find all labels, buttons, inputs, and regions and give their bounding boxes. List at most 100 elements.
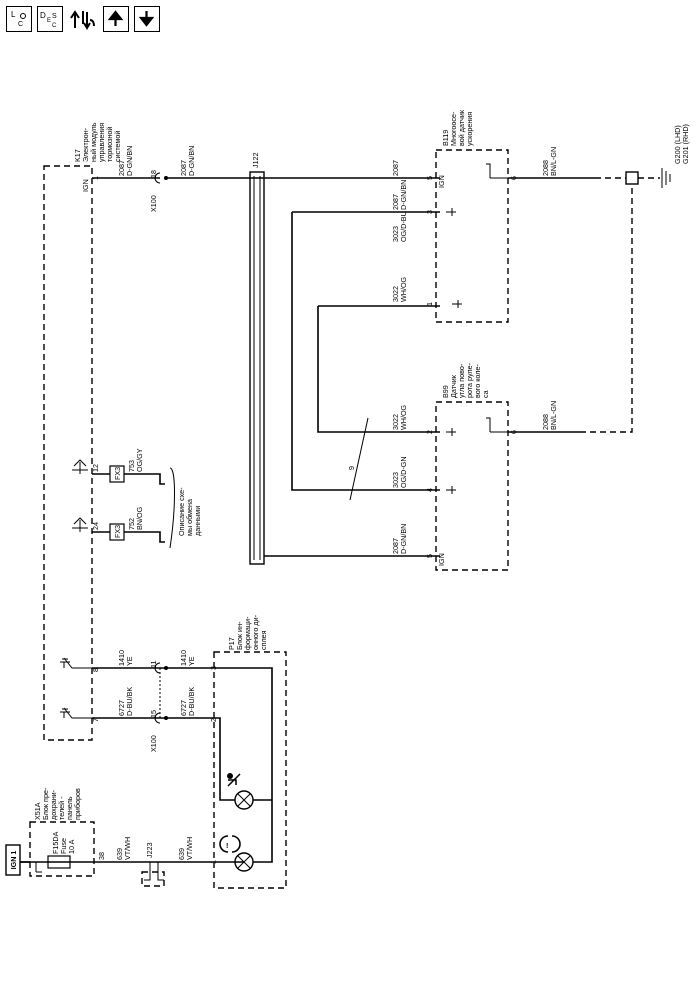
w2088a-color: BN/L-GN bbox=[549, 147, 558, 176]
b99-desc-4: са bbox=[481, 390, 490, 398]
w2087a-color: D-GN/BN bbox=[125, 146, 134, 176]
arrow-down-icon bbox=[138, 11, 155, 27]
b99-ign-label: IGN bbox=[437, 553, 446, 566]
p17-desc-3: сплея bbox=[259, 630, 268, 650]
w6727a-num: 6727 bbox=[117, 700, 126, 716]
x51a-desc-4: приборов bbox=[73, 788, 82, 820]
w2088a-num: 2088 bbox=[541, 160, 550, 176]
x51a-desc-0: Блок пре- bbox=[41, 787, 50, 820]
description-button[interactable]: D E S C bbox=[37, 6, 63, 32]
svg-text:D: D bbox=[40, 11, 46, 20]
x100-pin-11: 11 bbox=[149, 661, 158, 668]
j223-label: J223 bbox=[145, 842, 154, 858]
p17-ref: P17 bbox=[227, 637, 236, 650]
svg-text:!: ! bbox=[226, 841, 228, 850]
svg-text:L: L bbox=[11, 10, 16, 19]
x51a-desc-3: панель bbox=[65, 796, 74, 820]
b99-desc-3: вого коле- bbox=[473, 364, 482, 398]
w2088b-color: BN/L-GN bbox=[549, 401, 558, 430]
w6727b-num: 6727 bbox=[179, 700, 188, 716]
ign-label: IGN 1 bbox=[9, 851, 18, 870]
ground-icon bbox=[661, 168, 671, 188]
w2087c-color: D-GN/BN bbox=[399, 180, 408, 210]
p17-desc-0: Блок ин- bbox=[235, 621, 244, 650]
x51a-desc-2: телей - bbox=[57, 796, 66, 820]
j122-bar bbox=[249, 171, 265, 565]
w2087b-color: D-GN/BN bbox=[187, 146, 196, 176]
data-arrow-12 bbox=[72, 459, 88, 474]
w1410b-color: YE bbox=[187, 656, 196, 666]
fx3-label-a: FX3 bbox=[113, 467, 122, 480]
w3022a-color: WH/OG bbox=[399, 276, 408, 302]
b99-desc-1: угла пово- bbox=[457, 363, 466, 398]
w2088b-num: 2088 bbox=[541, 414, 550, 430]
arrow-up-button[interactable] bbox=[103, 6, 129, 32]
arrow-up-icon bbox=[107, 10, 124, 26]
power-flow-icon bbox=[70, 10, 95, 30]
w1410b-num: 1410 bbox=[179, 650, 188, 666]
k17-input-8-symbol bbox=[60, 657, 92, 669]
b119-box bbox=[435, 149, 509, 323]
p17-pin-1: 1 bbox=[209, 860, 218, 864]
svg-text:E: E bbox=[47, 18, 51, 24]
k17-input-7-symbol bbox=[60, 707, 92, 719]
w3023b-color: OG/D-GN bbox=[399, 456, 408, 488]
b99-ground-symbol bbox=[486, 417, 508, 433]
w639b-color: VT/WH bbox=[185, 837, 194, 860]
brake-warning-icon: ! bbox=[219, 835, 241, 853]
x51a-desc-1: дохрани- bbox=[49, 789, 58, 820]
k17-pin-12: 12 bbox=[91, 464, 100, 472]
fuse-f15da bbox=[47, 855, 71, 869]
location-button[interactable]: L C bbox=[6, 6, 32, 32]
w752-num: 752 bbox=[127, 518, 136, 530]
w3022b-color: WH/OG bbox=[399, 404, 408, 430]
k17-desc-4: системой bbox=[113, 131, 122, 162]
toolbar: L C D E S C bbox=[6, 6, 160, 32]
description-icon: D E S C bbox=[40, 11, 57, 29]
x100-pin-18: 18 bbox=[149, 170, 158, 178]
k17-desc-2: управления bbox=[97, 123, 106, 162]
data-brace bbox=[169, 467, 175, 549]
j223-box bbox=[141, 871, 165, 887]
ground-rhd: G201 (RHD) bbox=[681, 124, 690, 164]
fuse-name: F15DA bbox=[51, 831, 60, 854]
w639b-num: 639 bbox=[177, 848, 186, 860]
ground-lhd: G200 (LHD) bbox=[673, 125, 682, 164]
x51a-pin: 38 bbox=[97, 852, 106, 860]
data-arrow-24 bbox=[72, 517, 88, 532]
w3022a-num: 3022 bbox=[391, 286, 400, 302]
b119-ground-symbol bbox=[486, 163, 508, 179]
ground-splice bbox=[625, 171, 639, 185]
ign-box bbox=[5, 844, 21, 876]
arrow-down-button[interactable] bbox=[134, 6, 160, 32]
b99-ref: B99 bbox=[441, 385, 450, 398]
x100-ref-top: X100 bbox=[149, 195, 158, 212]
w2087c-num-top: 2087 bbox=[391, 160, 400, 176]
w639a-num: 639 bbox=[115, 848, 124, 860]
k17-pin-8: 8 bbox=[91, 668, 100, 672]
b119-desc-2: ускорения bbox=[465, 112, 474, 146]
x51a-box bbox=[29, 821, 95, 877]
b119-desc-1: вой датчик bbox=[457, 109, 466, 146]
b119-pin-5: 5 bbox=[425, 176, 434, 180]
w3023a-color: OG/D-BU bbox=[399, 211, 408, 242]
svg-text:S: S bbox=[52, 13, 57, 20]
w2087c-num: 2087 bbox=[391, 194, 400, 210]
w753-num: 753 bbox=[127, 460, 136, 472]
k17-pin-7: 7 bbox=[91, 718, 100, 722]
fuse-rating: 10 A bbox=[67, 839, 76, 854]
power-flow-button[interactable] bbox=[68, 6, 98, 32]
k17-ign-label: IGN bbox=[81, 179, 90, 192]
data-desc-1: мы обмена bbox=[185, 499, 194, 536]
k17-pin-24: 24 bbox=[91, 522, 100, 530]
x51a-ref: X51A bbox=[33, 802, 42, 820]
p17-pin-2: 2 bbox=[209, 718, 218, 722]
data-desc-0: Описание схе- bbox=[177, 487, 186, 536]
w2087b-num: 2087 bbox=[179, 160, 188, 176]
p17-pin-3: 3 bbox=[209, 666, 218, 670]
j122-label: J122 bbox=[251, 152, 260, 168]
w6727a-color: D-BU/BK bbox=[125, 687, 134, 716]
b119-data-arrows bbox=[446, 208, 462, 308]
p17-desc-2: онного ди- bbox=[251, 614, 260, 650]
w752-color: BN/OG bbox=[135, 506, 144, 530]
